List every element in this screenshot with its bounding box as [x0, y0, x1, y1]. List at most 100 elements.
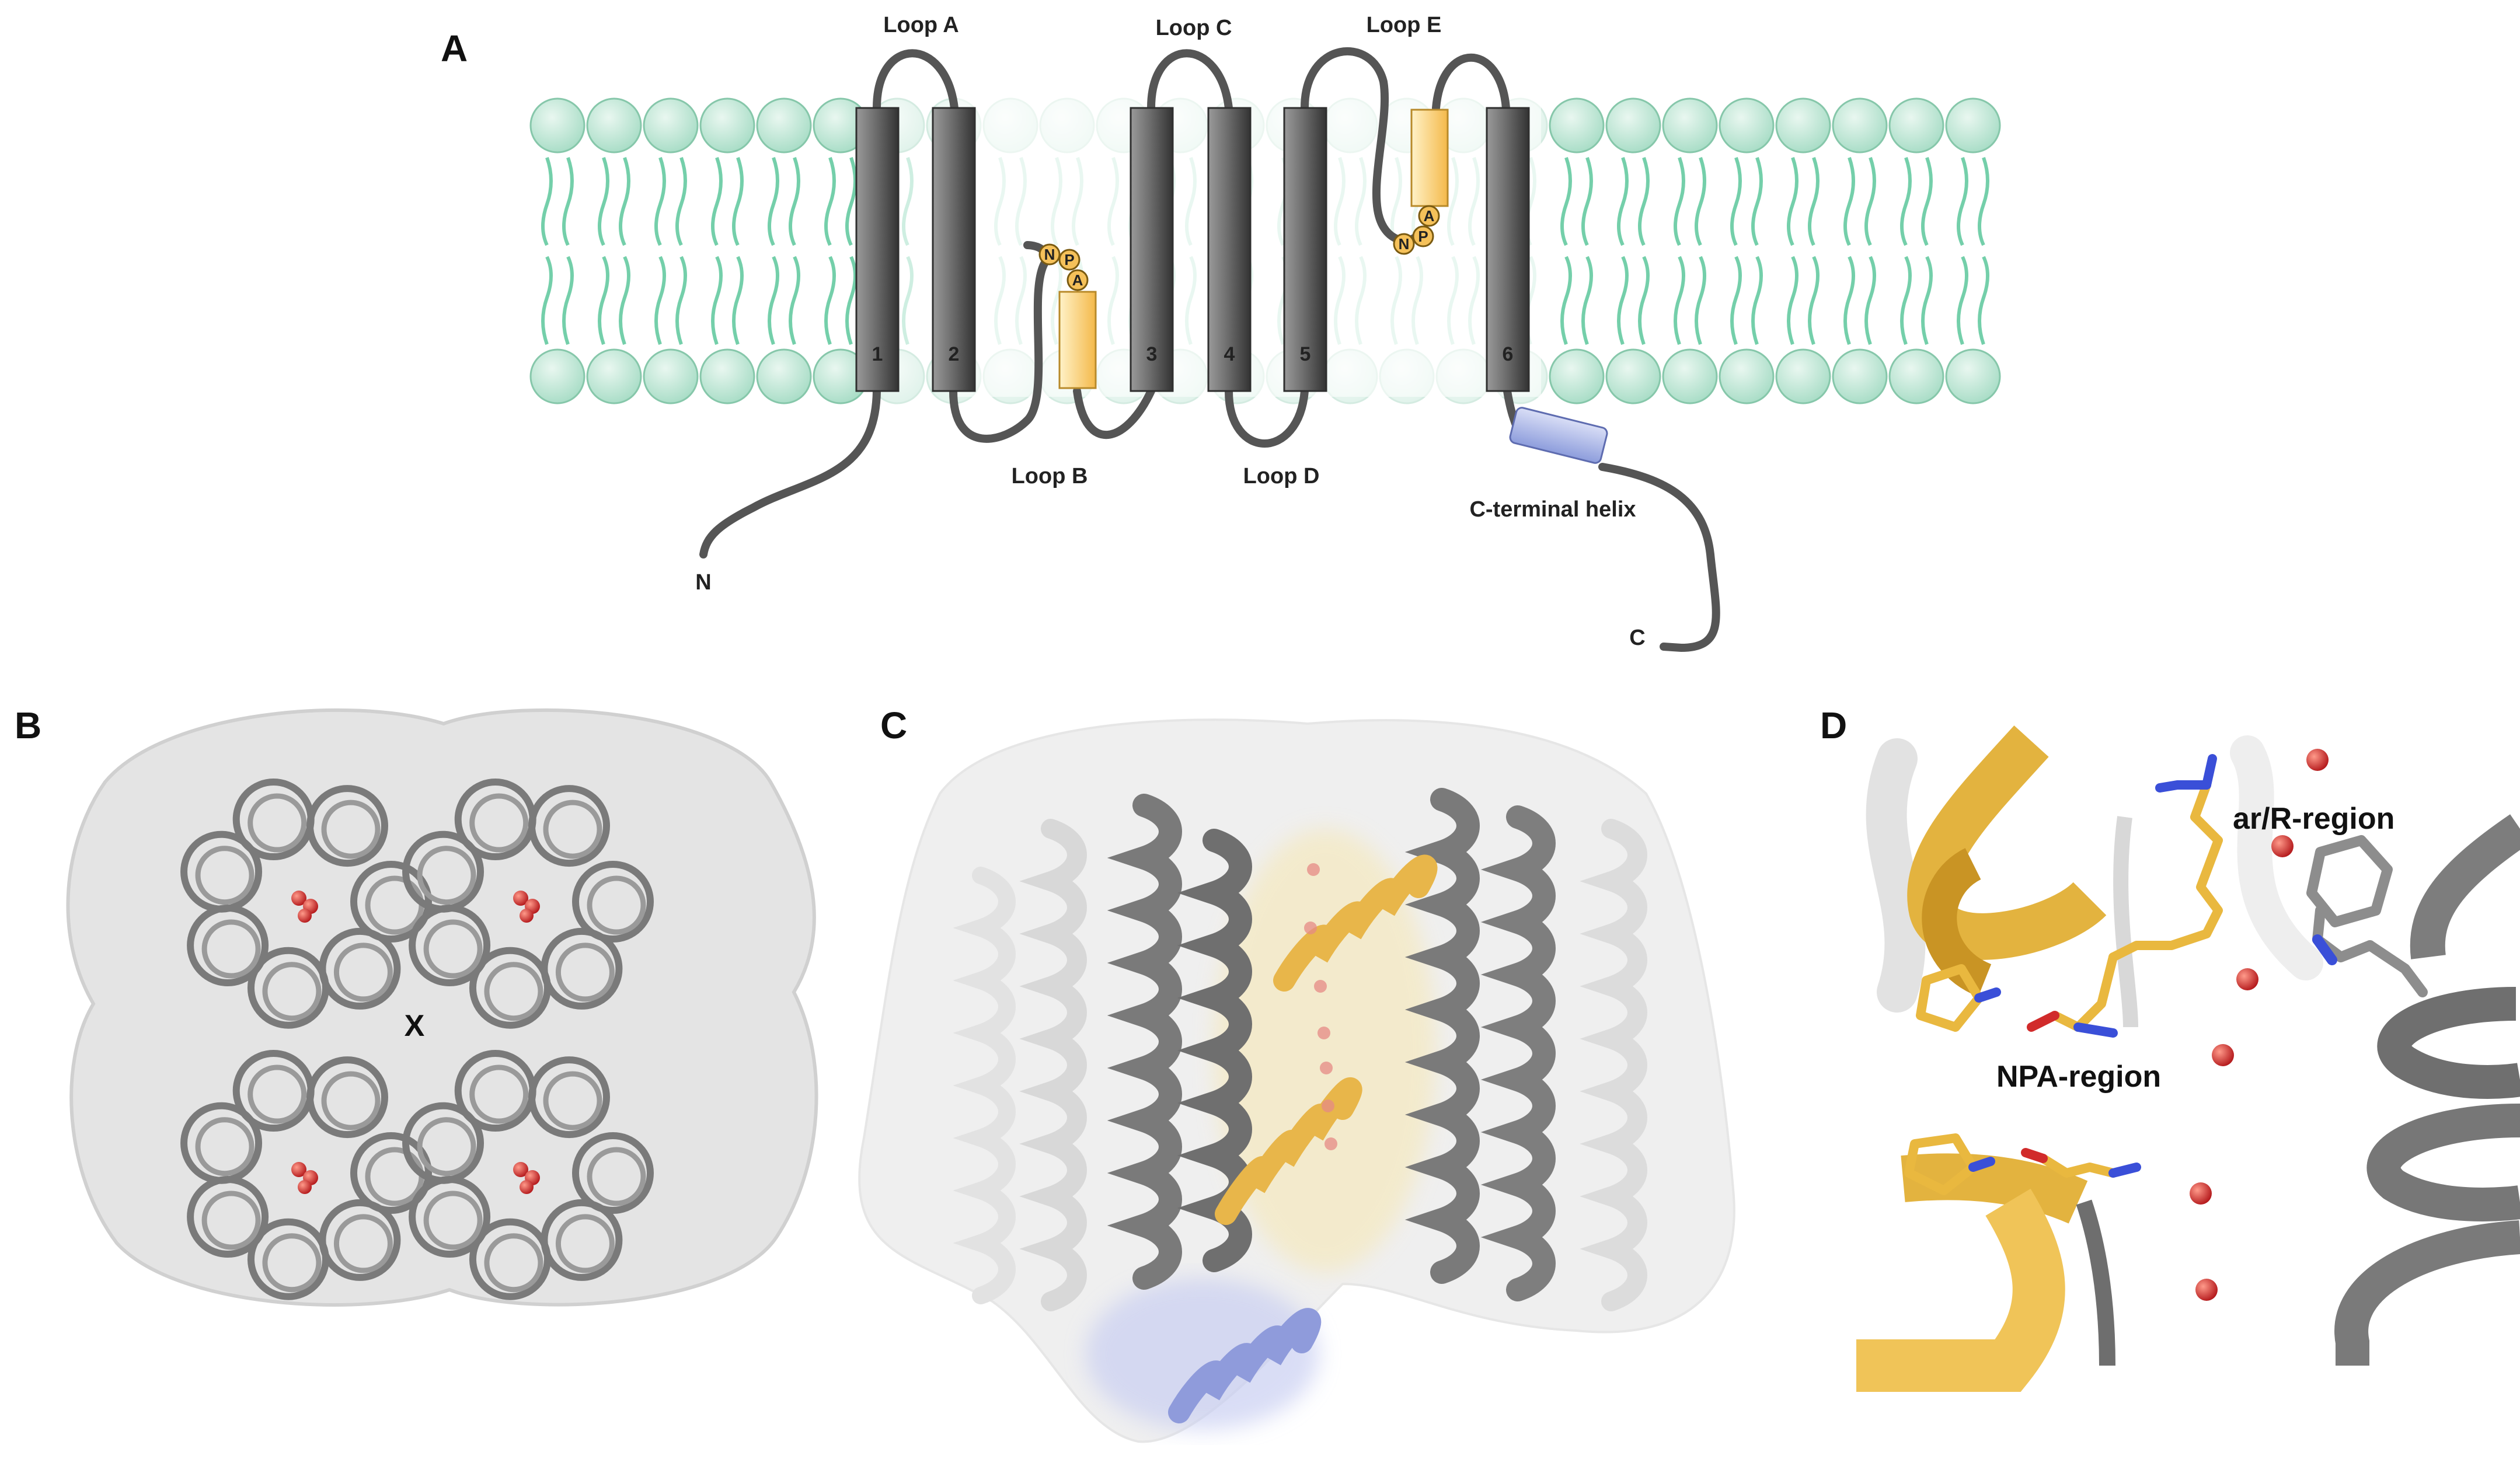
half-helix-e	[1410, 109, 1449, 207]
lipid-head	[1605, 348, 1661, 404]
lipid-tail	[1957, 256, 1968, 345]
water-molecule	[298, 909, 312, 923]
lipid-tail	[1674, 256, 1685, 345]
panel-d-letter: D	[1820, 704, 1847, 746]
loop-d-path	[1225, 387, 1309, 448]
c-terminal-helix-label: C-terminal helix	[1469, 497, 1636, 522]
aqp-monomer	[180, 1050, 432, 1300]
c-terminal-tail	[1598, 463, 1720, 652]
helix-coil-inner	[543, 1071, 602, 1130]
helix-coil	[350, 1132, 432, 1214]
helix-coil-inner	[484, 962, 543, 1021]
lipid-tail	[619, 256, 630, 345]
lipid-head	[1832, 348, 1888, 404]
helix-coil	[402, 1102, 485, 1184]
aqp-monomer	[402, 1050, 654, 1300]
lipid-head	[1775, 97, 1831, 153]
lipid-tail	[1581, 157, 1593, 246]
asn-lower	[2038, 1154, 2118, 1178]
lipid-tail	[1695, 157, 1706, 246]
lipid-tail	[845, 157, 857, 246]
aqp-monomers-top-view	[180, 779, 654, 1300]
tm-helix-number: 1	[872, 343, 883, 365]
npa-half-helix-upper	[1273, 855, 1438, 992]
water-molecule	[513, 891, 528, 906]
water-molecule	[2190, 1182, 2212, 1205]
loop-e-label: Loop E	[1367, 13, 1442, 37]
lipid-tail	[1730, 256, 1742, 345]
npa-region-label: NPA-region	[1996, 1060, 2161, 1094]
lipid-tail	[824, 256, 836, 345]
tm-helix-number: 4	[1224, 343, 1235, 365]
lipid-tail	[824, 157, 836, 246]
tm-helix-number: 2	[949, 343, 960, 365]
loop-e-path	[1301, 47, 1423, 245]
lipid-head	[529, 348, 585, 404]
central-pore-marker: X	[405, 1009, 425, 1043]
c-terminal-helix-side	[1168, 1308, 1322, 1423]
lipid-head	[1719, 348, 1775, 404]
tm-helix-4	[1207, 107, 1252, 392]
asn-od1	[2027, 1011, 2059, 1032]
grey-helix-right	[2334, 814, 2520, 1366]
water-molecule	[1317, 1027, 1330, 1039]
lipid-tail	[1617, 256, 1629, 345]
loop-d-label: Loop D	[1243, 464, 1320, 488]
arg-nh	[2202, 754, 2217, 790]
helix-coil	[402, 830, 485, 913]
panel-d: D	[1820, 704, 2520, 1392]
arg-guanidinium	[2155, 780, 2211, 793]
helix-coil	[350, 861, 432, 943]
loop-c-path	[1147, 49, 1233, 112]
grey-loop-top	[2113, 816, 2138, 1028]
panel-a-letter: A	[441, 27, 468, 69]
side-helix	[953, 867, 1016, 1304]
lipid-tail	[732, 256, 744, 345]
lipid-tail	[1921, 157, 1933, 246]
helix-coil	[469, 947, 551, 1029]
helix-coil	[528, 1056, 610, 1139]
lipid-tail	[1787, 256, 1798, 345]
npa-e-a	[1418, 205, 1440, 227]
lipid-tail	[562, 157, 574, 246]
side-helix	[1580, 819, 1647, 1311]
side-helix	[1480, 805, 1556, 1301]
grey-helix-turn-3	[2334, 1220, 2520, 1366]
npa-half-helix-lower	[1215, 1077, 1362, 1225]
bg-helix-2	[2230, 735, 2323, 980]
asn-nd2	[2073, 1022, 2118, 1038]
lipid-tail	[1808, 157, 1820, 246]
lipid-head	[1549, 97, 1605, 153]
svg-text:N: N	[1399, 235, 1410, 253]
water-molecule	[2271, 835, 2294, 857]
helix-coil-inner	[587, 875, 646, 935]
lipid-tail	[541, 157, 553, 246]
lipid-head	[1888, 97, 1944, 153]
lipid-tail	[562, 256, 574, 345]
lipid-tail	[1900, 157, 1912, 246]
helix-coil-inner	[262, 1233, 322, 1293]
loop-a-label: Loop A	[883, 13, 958, 37]
half-helix-b	[1058, 291, 1097, 389]
lipid-head	[1549, 348, 1605, 404]
water-molecule	[2195, 1279, 2218, 1301]
helix-coil-inner	[333, 1214, 393, 1273]
panel-c-letter: C	[880, 704, 907, 746]
helix-coil-inner	[484, 1233, 543, 1293]
lipid-head	[1662, 348, 1718, 404]
lipid-head	[1945, 97, 2001, 153]
helix-coil	[469, 1218, 551, 1300]
panel-b: B X	[15, 704, 818, 1307]
water-molecule	[1314, 980, 1327, 993]
helix-coil-inner	[555, 943, 615, 1002]
water-molecule	[1307, 863, 1320, 876]
tm-helix-6	[1486, 107, 1530, 392]
lipid-tail	[1674, 157, 1685, 246]
lipid-tail	[1751, 157, 1763, 246]
lipid-tail	[1864, 157, 1876, 246]
grey-helix-turn-1	[2377, 987, 2520, 1099]
npa-motif-b: N P A	[1038, 243, 1089, 291]
npa-motif-e: A P N	[1393, 205, 1440, 255]
